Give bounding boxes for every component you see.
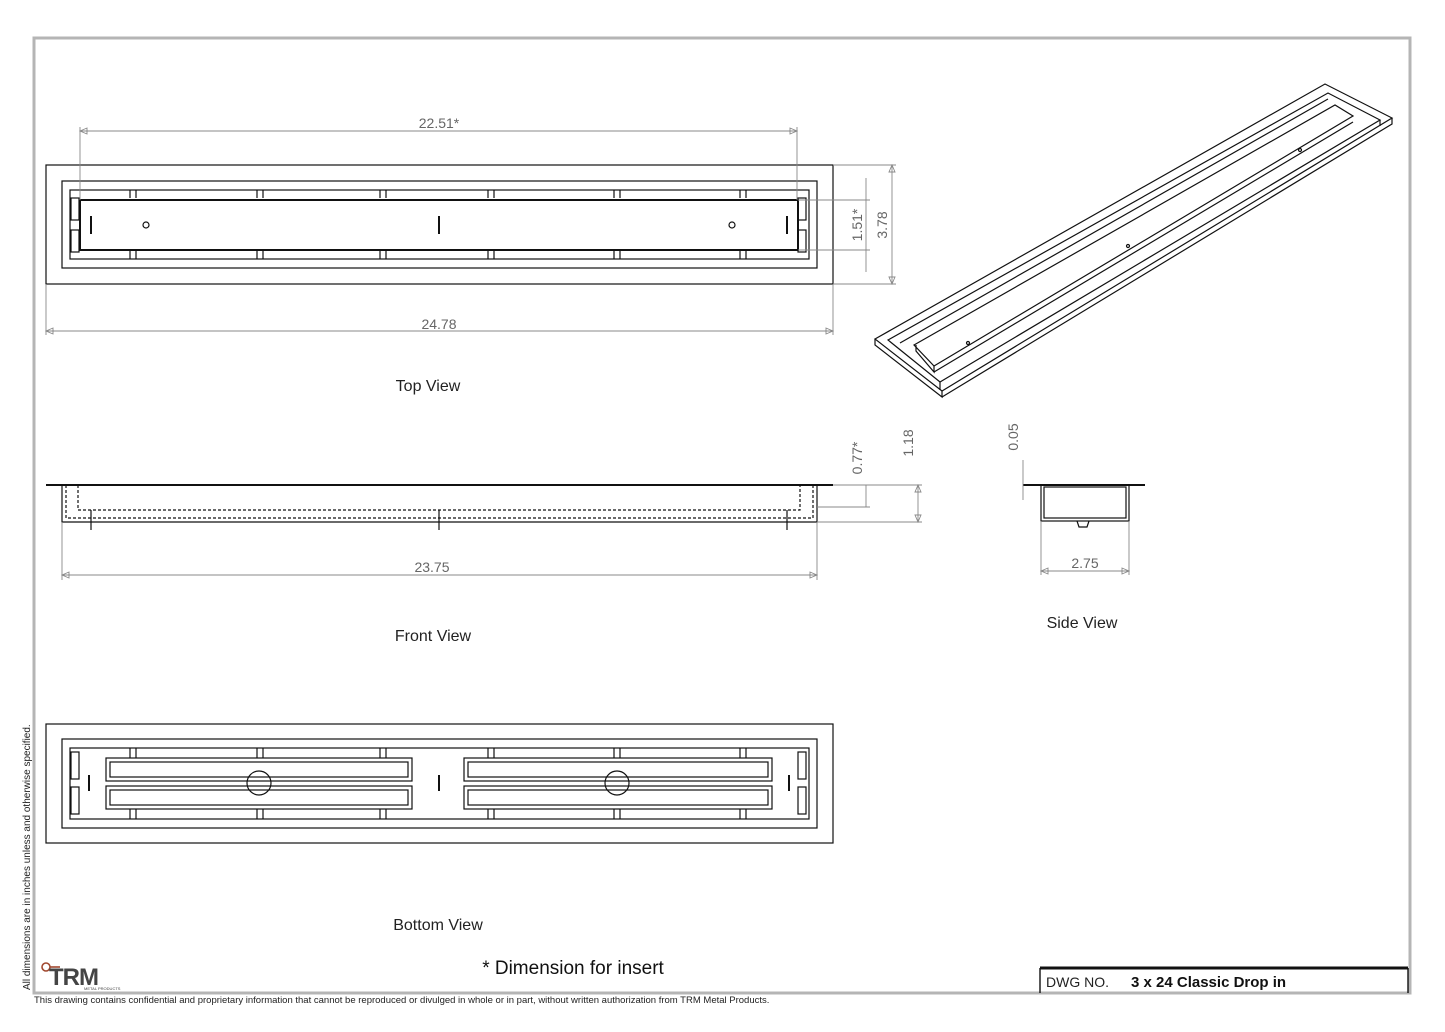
isometric-view: [873, 83, 1394, 399]
trm-logo: TRM METAL PRODUCTS: [41, 962, 121, 991]
dwg-label: DWG NO.: [1046, 974, 1109, 990]
dim-front-overall-height: 1.18: [900, 429, 916, 456]
confidential-note: This drawing contains confidential and p…: [34, 995, 769, 1006]
front-view: [46, 483, 922, 580]
side-view-label: Side View: [1047, 615, 1118, 632]
top-view-label: Top View: [396, 378, 461, 395]
dim-side-width: 2.75: [1071, 555, 1098, 571]
side-view: [1022, 460, 1145, 575]
title-block: [1039, 966, 1409, 993]
dim-top-insert-length: 22.51*: [419, 115, 460, 131]
insert-note: * Dimension for insert: [482, 958, 664, 979]
top-view: [44, 127, 896, 335]
dim-top-overall-width: 3.78: [874, 211, 890, 238]
dim-side-flange: 0.05: [1005, 423, 1021, 450]
dim-front-length: 23.75: [414, 559, 449, 575]
bottom-view: [45, 723, 834, 844]
sheet-border: [32, 36, 1412, 995]
dim-top-overall-length: 24.78: [421, 316, 456, 332]
dim-front-insert-depth: 0.77*: [849, 441, 865, 474]
logo-text: TRM: [49, 964, 98, 991]
logo-subtext: METAL PRODUCTS: [84, 986, 121, 991]
bottom-view-label: Bottom View: [393, 917, 483, 934]
units-note: All dimensions are in inches unless and …: [22, 724, 33, 990]
dim-top-insert-width: 1.51*: [849, 208, 865, 241]
front-view-label: Front View: [395, 628, 472, 645]
dwg-value: 3 x 24 Classic Drop in: [1131, 974, 1286, 991]
